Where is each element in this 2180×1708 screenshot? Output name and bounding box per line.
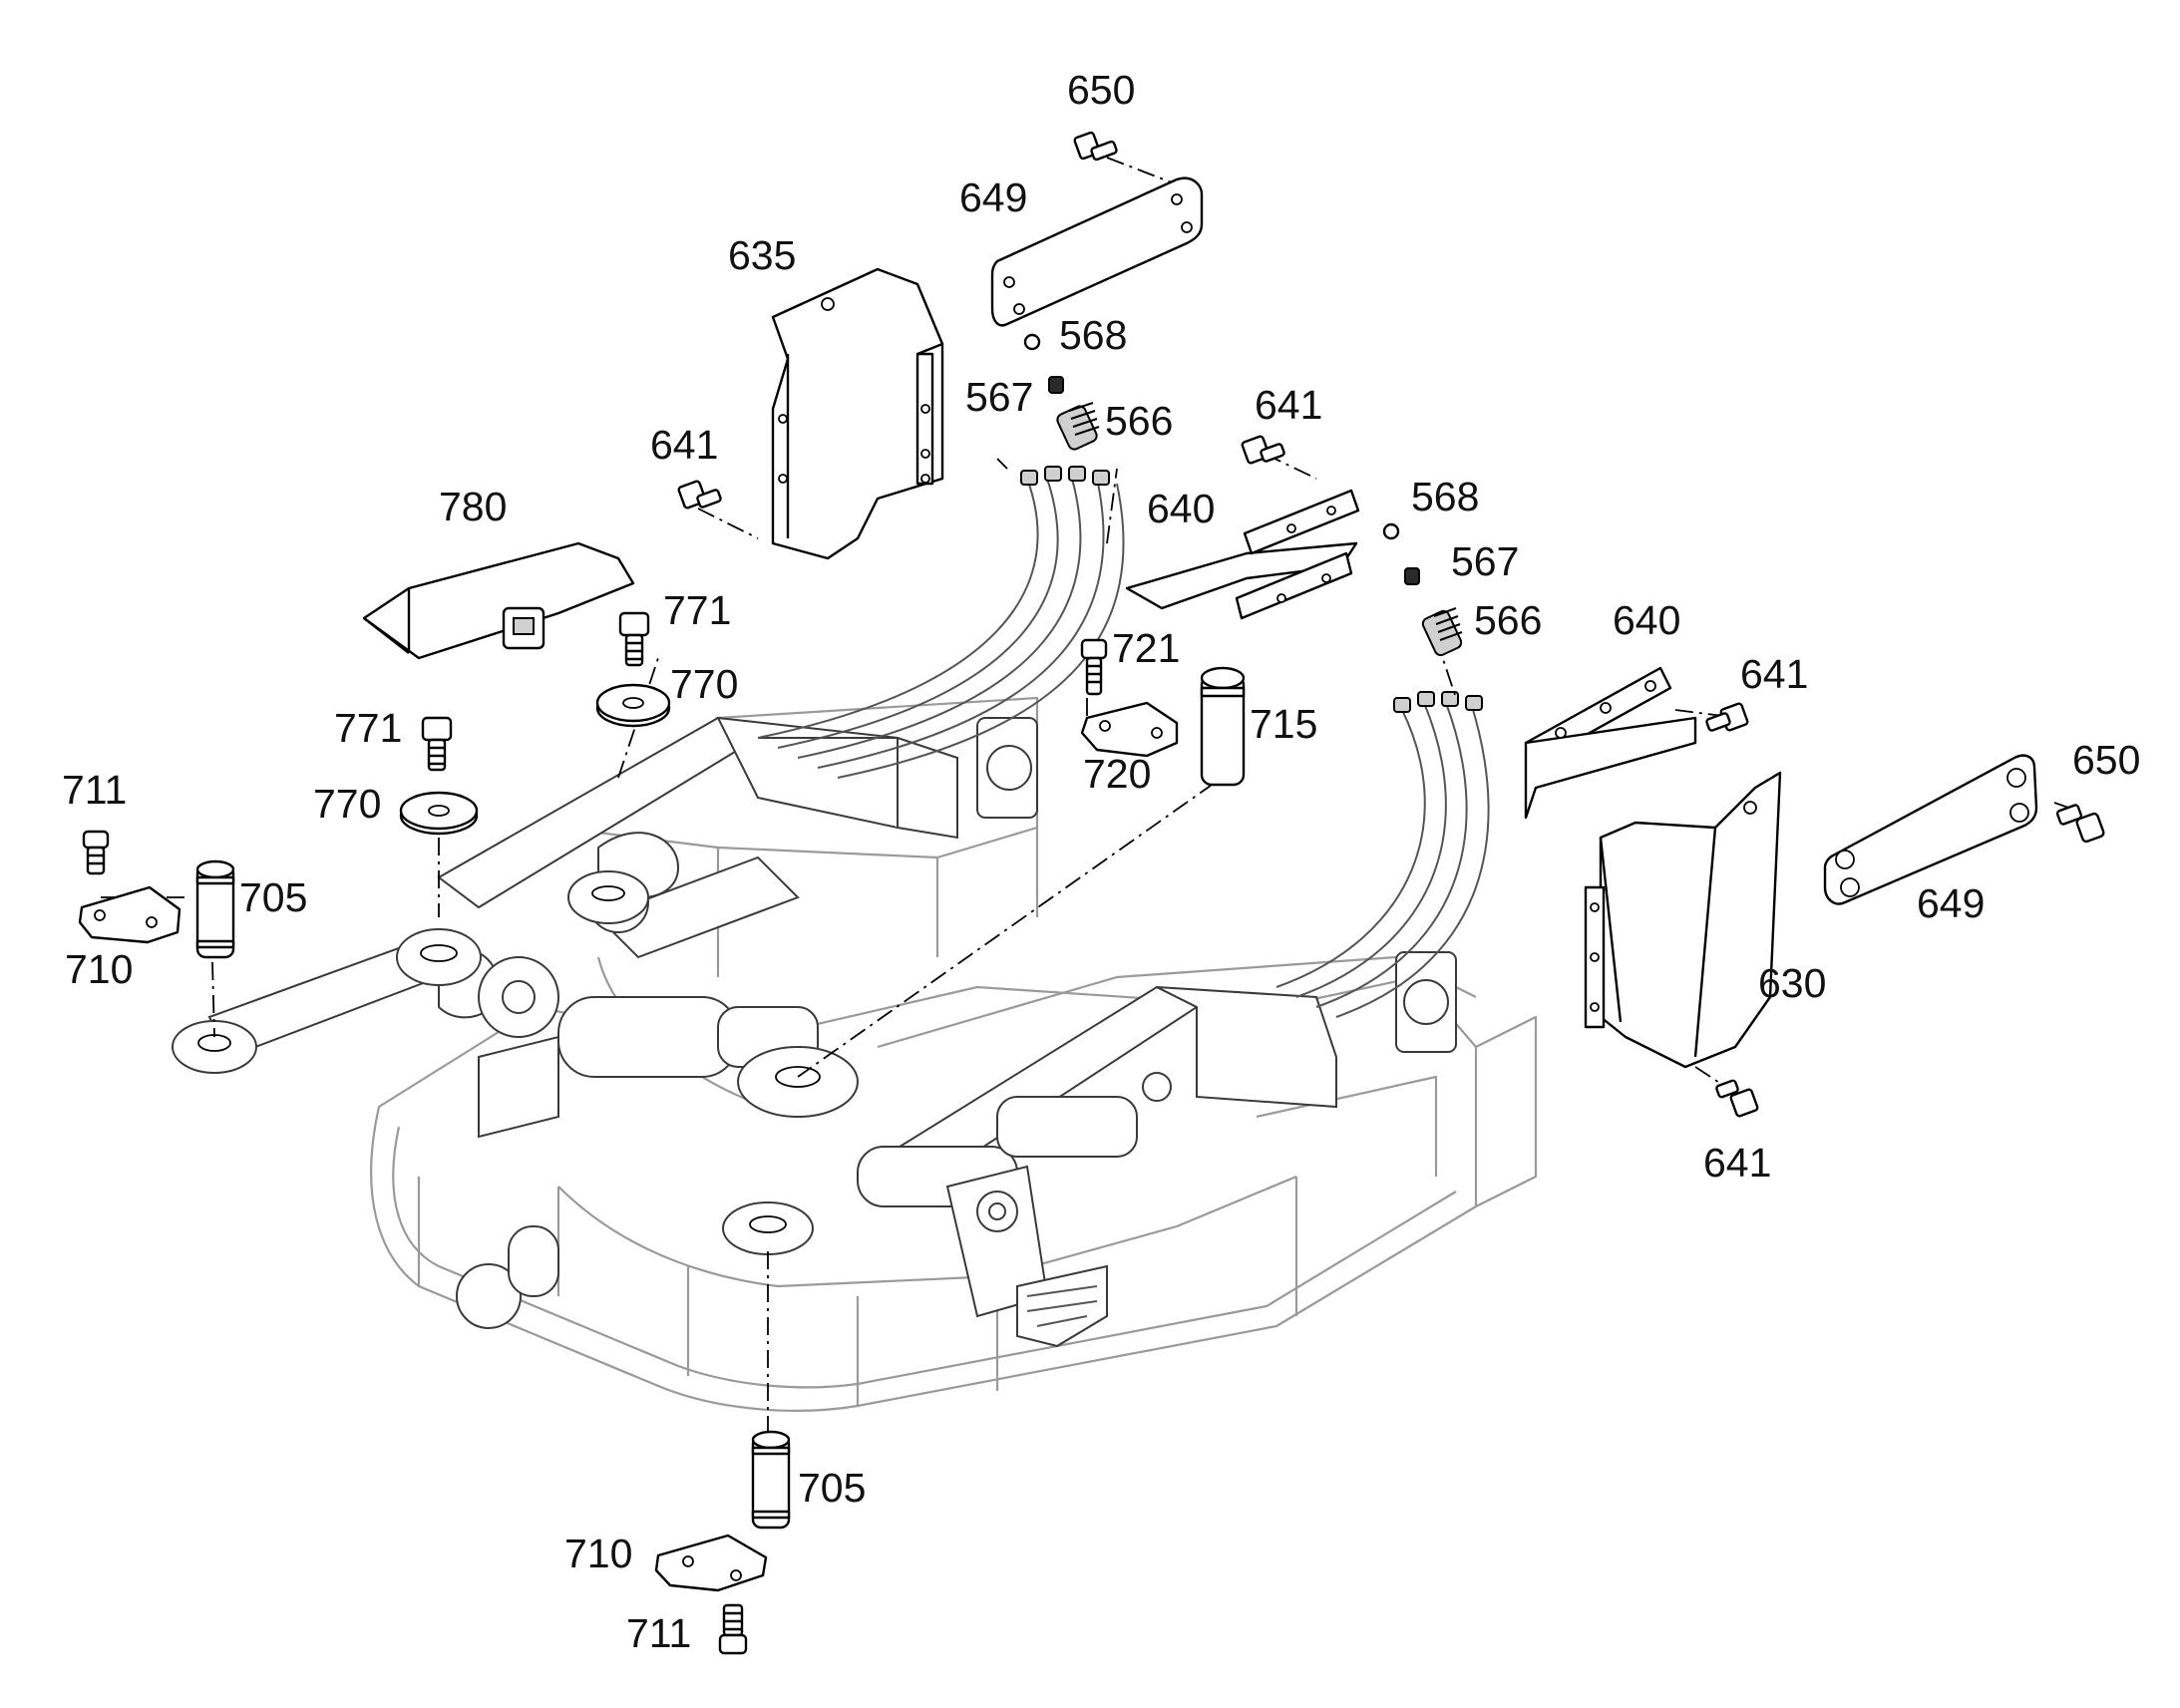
callout-780: 780 (439, 484, 507, 529)
callout-641-left: 641 (650, 422, 718, 468)
part-771-bolt-a (618, 611, 650, 667)
callout-640-upper: 640 (1147, 486, 1215, 531)
part-649-plate-right (1823, 754, 2038, 905)
callout-720: 720 (1083, 751, 1151, 797)
hoses-left (757, 466, 1125, 779)
part-568-ball-right (1382, 522, 1400, 540)
callout-630: 630 (1758, 960, 1826, 1006)
callout-568-left: 568 (1059, 312, 1127, 358)
part-650-bolt-top (1073, 131, 1118, 162)
callout-771-lower: 771 (334, 705, 402, 751)
part-566-fitting-left (1056, 402, 1100, 451)
part-711-bolt-b (718, 1603, 748, 1655)
part-710-retainer-a (78, 885, 182, 944)
part-649-plate-top (990, 176, 1204, 327)
callout-715: 715 (1250, 701, 1317, 747)
part-630-side-panel (1584, 771, 1782, 1069)
part-721-bolt (1080, 638, 1108, 696)
part-715-pin (1200, 666, 1246, 787)
callout-770-lower: 770 (313, 781, 381, 827)
part-640-bracket-lower (1524, 666, 1697, 820)
callout-650-top: 650 (1067, 67, 1135, 113)
callout-705-lower: 705 (798, 1465, 866, 1511)
callout-770-upper: 770 (670, 661, 738, 707)
part-720-retainer (1080, 701, 1179, 758)
part-650-bolt-right (2055, 804, 2105, 844)
callout-567-left: 567 (965, 374, 1033, 420)
callout-567-right: 567 (1451, 538, 1519, 584)
part-567-nipple-left (1048, 376, 1064, 394)
part-568-ball-left (1023, 333, 1041, 351)
callout-649-right: 649 (1917, 880, 1985, 926)
callout-566-right: 566 (1474, 597, 1542, 643)
part-641-bolt-b (1241, 435, 1285, 465)
part-641-bolt-a (677, 480, 722, 510)
part-567-nipple-right (1404, 567, 1420, 585)
part-635-side-panel (771, 267, 944, 560)
callout-566-left: 566 (1105, 398, 1173, 444)
part-780-cover (362, 541, 635, 660)
left-boom-assembly (437, 716, 1038, 1139)
tow-ball (456, 1225, 559, 1329)
callout-710-upper: 710 (65, 946, 133, 992)
part-705-pin-b (751, 1430, 791, 1530)
part-641-bolt-d (1715, 1079, 1759, 1118)
part-710-retainer-b (654, 1534, 768, 1592)
callout-641-right: 641 (1740, 651, 1808, 697)
right-boom-assembly (722, 951, 1457, 1348)
part-770-washer-a (595, 683, 671, 728)
left-link-arm (172, 870, 649, 1074)
callout-650-right: 650 (2072, 737, 2140, 783)
callout-705-upper: 705 (239, 874, 307, 920)
callout-641-upper-right: 641 (1255, 382, 1322, 428)
part-770-washer-b (399, 791, 479, 836)
callout-649-top: 649 (959, 174, 1027, 220)
part-771-bolt-b (421, 716, 453, 772)
callout-721: 721 (1112, 625, 1180, 671)
callout-568-right: 568 (1411, 474, 1479, 519)
part-640-bracket-upper (1125, 489, 1360, 620)
callout-771-upper: 771 (663, 587, 731, 633)
callout-640-lower: 640 (1613, 597, 1680, 643)
part-711-bolt-a (82, 830, 110, 875)
callout-641-lower: 641 (1703, 1140, 1771, 1186)
callout-labels: 650 649 635 568 567 566 641 641 780 640 … (62, 67, 2140, 1656)
part-705-pin-a (195, 859, 235, 959)
part-641-bolt-c (1705, 702, 1749, 732)
callout-711-lower: 711 (626, 1610, 691, 1656)
hoses-right (1275, 691, 1490, 1018)
callout-635: 635 (728, 232, 796, 278)
part-566-fitting-right (1421, 607, 1463, 657)
callout-711-upper: 711 (62, 767, 127, 813)
callout-710-lower: 710 (564, 1531, 632, 1576)
